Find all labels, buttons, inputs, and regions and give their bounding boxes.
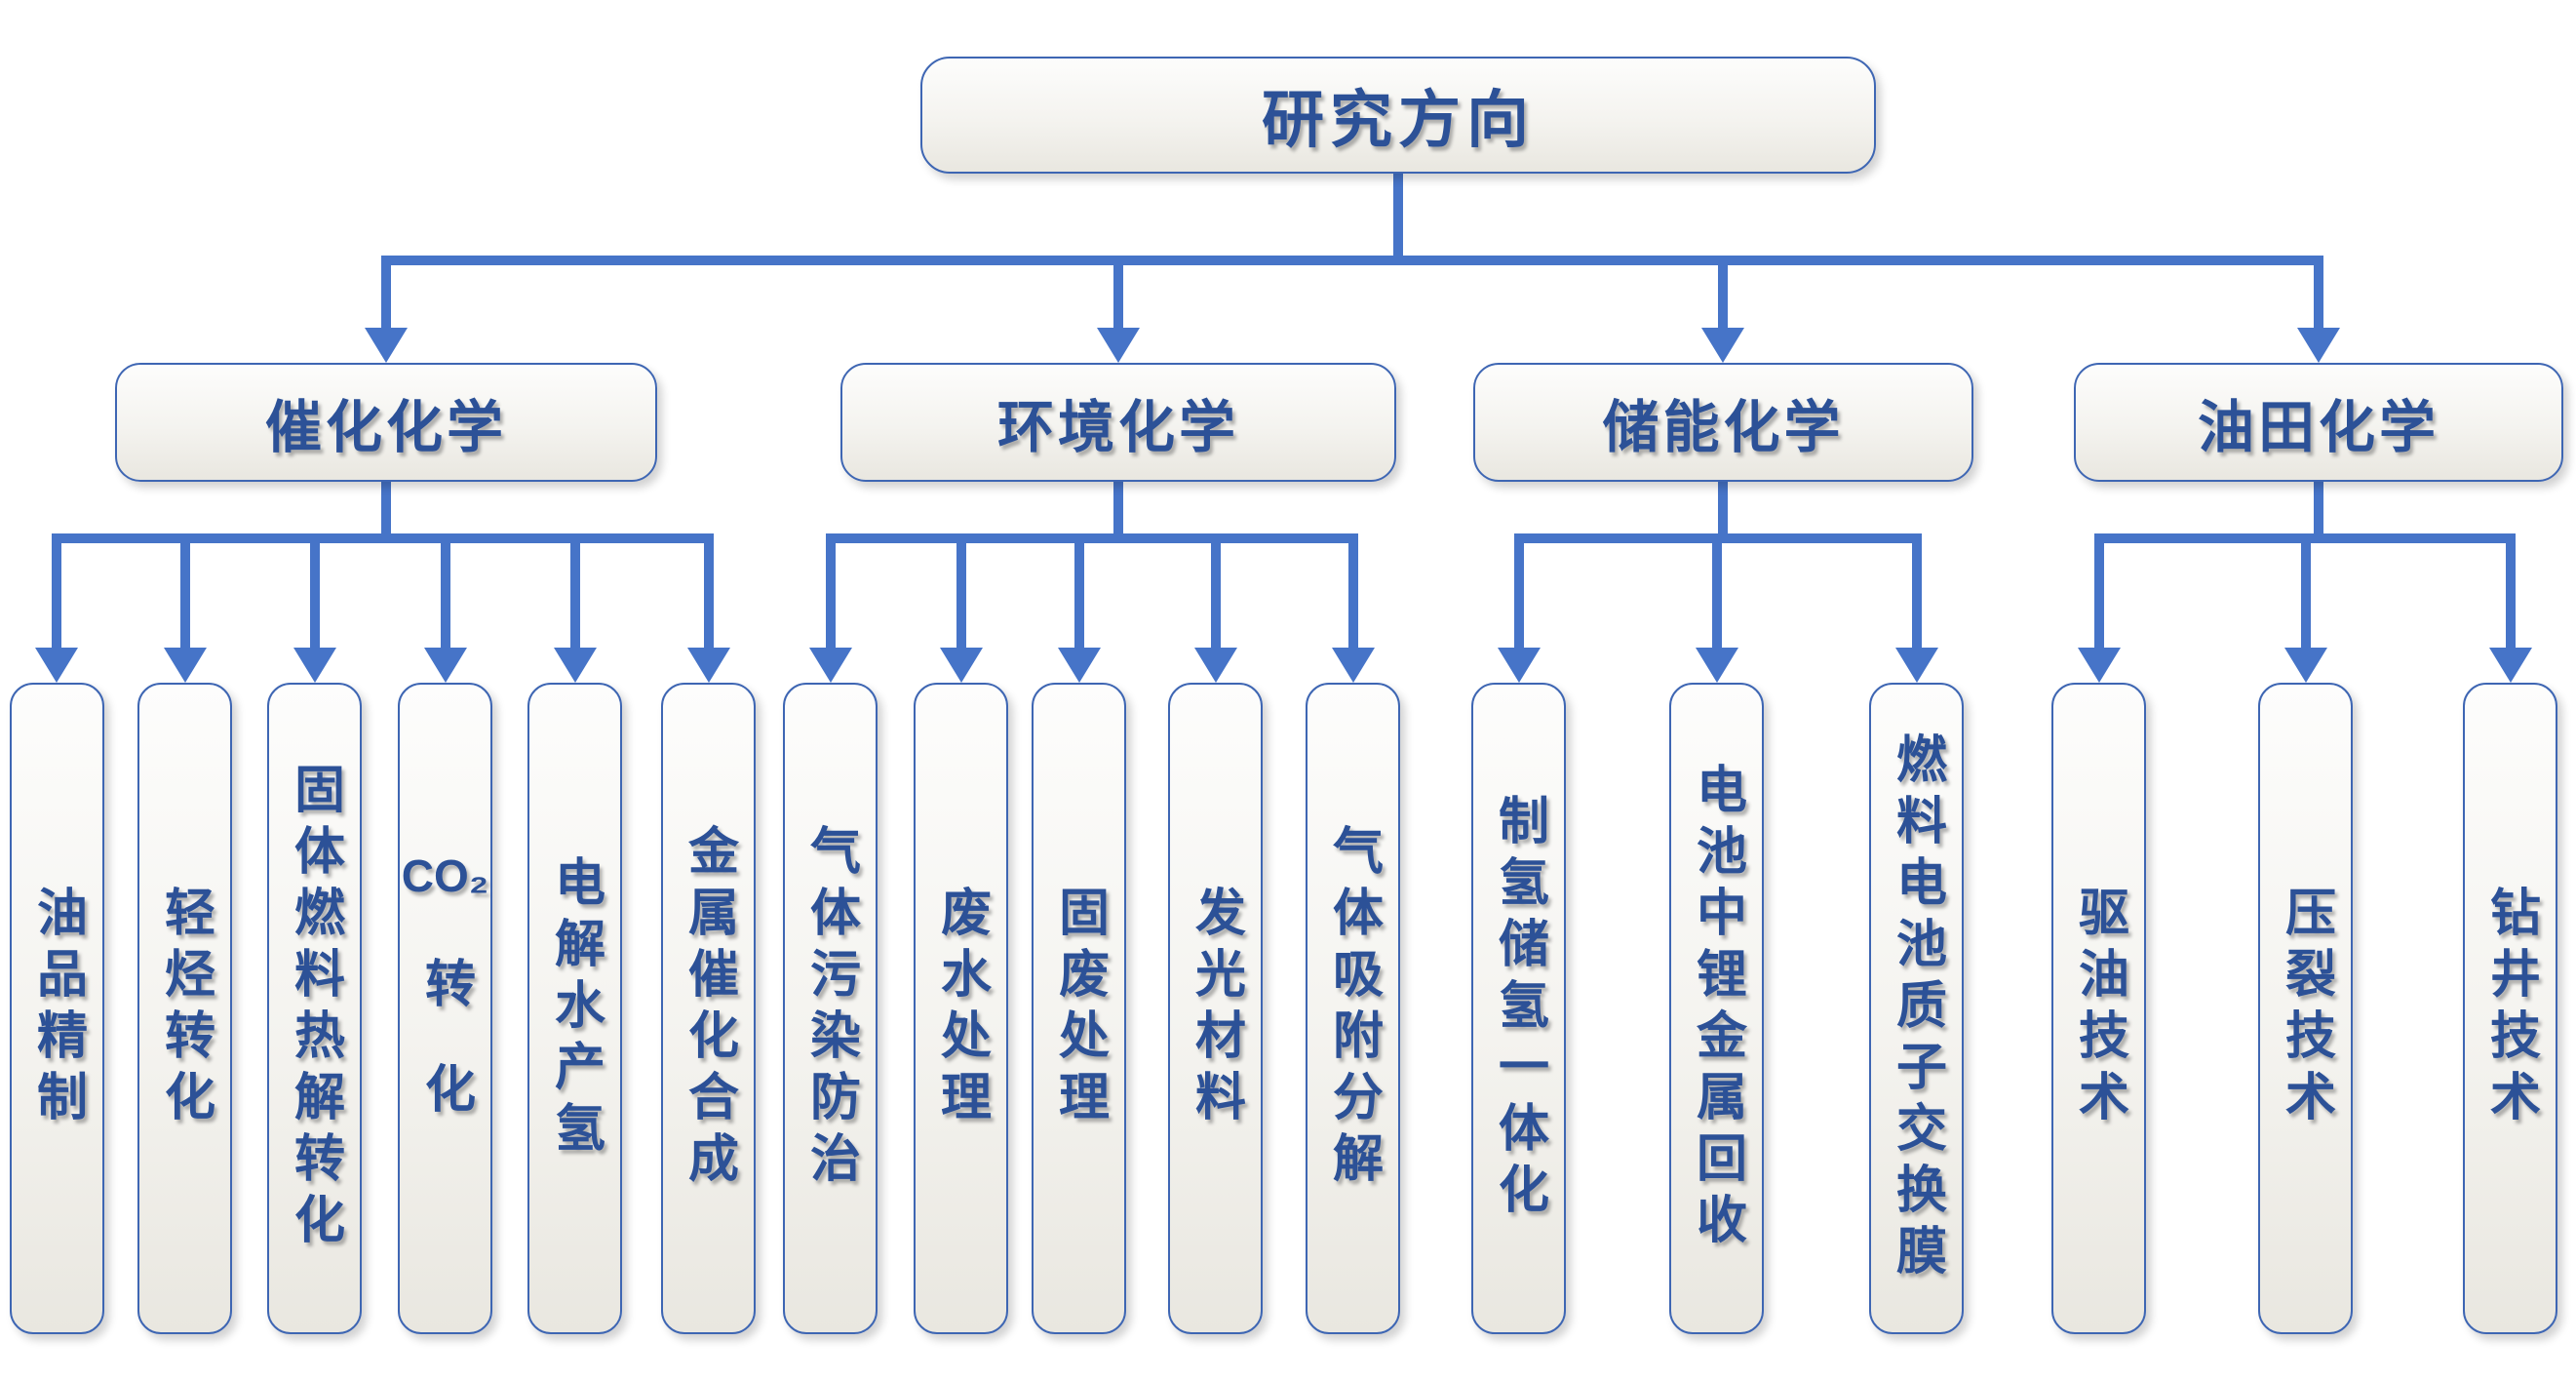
arrowhead-down-icon — [1696, 648, 1738, 683]
node-label: 钻井技术 — [2481, 886, 2539, 1131]
node-metal-catalyzed-synthesis: 金属催化合成 — [661, 683, 756, 1334]
connector-energy-storage-to-children — [1498, 478, 1938, 683]
node-label: 电解水产氢 — [546, 854, 604, 1163]
node-drilling-technology: 钻井技术 — [2463, 683, 2557, 1334]
node-gas-adsorption-decomposition: 气体吸附分解 — [1306, 683, 1400, 1334]
node-solid-waste-treatment: 固废处理 — [1032, 683, 1126, 1334]
connector-catalysis-to-children — [35, 478, 730, 683]
connector-oilfield-to-children — [2078, 478, 2532, 683]
node-lithium-recovery-from-batteries: 电池中锂金属回收 — [1669, 683, 1764, 1334]
node-light-hydrocarbon-conversion: 轻烃转化 — [137, 683, 232, 1334]
node-oilfield-chemistry: 油田化学 — [2074, 363, 2563, 482]
node-energy-storage-chemistry: 储能化学 — [1473, 363, 1973, 482]
arrowhead-down-icon — [2489, 648, 2532, 683]
node-label: 电池中锂金属回收 — [1688, 763, 1745, 1254]
arrowhead-down-icon — [809, 648, 852, 683]
arrowhead-down-icon — [1895, 648, 1938, 683]
connector-root-to-branches — [365, 172, 2340, 363]
node-luminescent-materials: 发光材料 — [1168, 683, 1263, 1334]
node-research-directions: 研究方向 — [920, 57, 1876, 174]
arrowhead-down-icon — [35, 648, 78, 683]
arrowhead-down-icon — [2284, 648, 2327, 683]
node-label: 驱油技术 — [2070, 886, 2127, 1131]
node-label: 催化化学 — [264, 396, 507, 459]
arrowhead-down-icon — [1332, 648, 1375, 683]
node-label: 固体燃料热解转化 — [286, 763, 343, 1254]
arrowhead-down-icon — [940, 648, 983, 683]
node-label: 轻烃转化 — [156, 886, 214, 1131]
node-catalysis-chemistry: 催化化学 — [115, 363, 657, 482]
node-fuel-cell-proton-exchange-membrane: 燃料电池质子交换膜 — [1869, 683, 1964, 1334]
arrowhead-down-icon — [1498, 648, 1541, 683]
node-water-electrolysis-hydrogen: 电解水产氢 — [527, 683, 622, 1334]
node-label: 油田化学 — [2197, 396, 2439, 459]
arrowhead-down-icon — [1701, 328, 1744, 363]
arrowhead-down-icon — [164, 648, 207, 683]
node-fracturing-technology: 压裂技术 — [2258, 683, 2353, 1334]
connector-environmental-to-children — [809, 478, 1375, 683]
node-label: 压裂技术 — [2277, 886, 2334, 1131]
arrowhead-down-icon — [365, 328, 408, 363]
node-label: 发光材料 — [1187, 886, 1244, 1131]
node-hydrogen-production-storage-integration: 制氢储氢一体化 — [1471, 683, 1566, 1334]
arrowhead-down-icon — [1097, 328, 1140, 363]
node-environmental-chemistry: 环境化学 — [840, 363, 1396, 482]
node-co2-conversion: CO₂ 转化 — [398, 683, 492, 1334]
node-label: 气体吸附分解 — [1324, 824, 1382, 1193]
node-label: 储能化学 — [1602, 396, 1845, 459]
node-label: 金属催化合成 — [680, 824, 737, 1193]
node-label: 燃料电池质子交换膜 — [1888, 731, 1945, 1285]
node-label: 固废处理 — [1050, 886, 1108, 1131]
arrowhead-down-icon — [2078, 648, 2121, 683]
arrowhead-down-icon — [2297, 328, 2340, 363]
node-label: 转化 — [416, 957, 474, 1167]
arrowhead-down-icon — [554, 648, 597, 683]
arrowhead-down-icon — [293, 648, 336, 683]
node-wastewater-treatment: 废水处理 — [914, 683, 1008, 1334]
arrowhead-down-icon — [424, 648, 467, 683]
node-label: 气体污染防治 — [801, 824, 859, 1193]
node-label: 环境化学 — [996, 396, 1239, 459]
co2-formula: CO₂ — [401, 850, 489, 901]
node-gas-pollution-control: 气体污染防治 — [783, 683, 878, 1334]
node-label: 研究方向 — [1262, 85, 1535, 155]
node-label: 制氢储氢一体化 — [1490, 793, 1547, 1224]
arrowhead-down-icon — [1058, 648, 1101, 683]
arrowhead-down-icon — [1194, 648, 1237, 683]
arrowhead-down-icon — [687, 648, 730, 683]
node-solid-fuel-pyrolysis-conversion: 固体燃料热解转化 — [267, 683, 362, 1334]
node-oil-refining: 油品精制 — [10, 683, 104, 1334]
node-label: 废水处理 — [932, 886, 990, 1131]
node-label: 油品精制 — [28, 886, 86, 1131]
node-oil-displacement-technology: 驱油技术 — [2051, 683, 2146, 1334]
